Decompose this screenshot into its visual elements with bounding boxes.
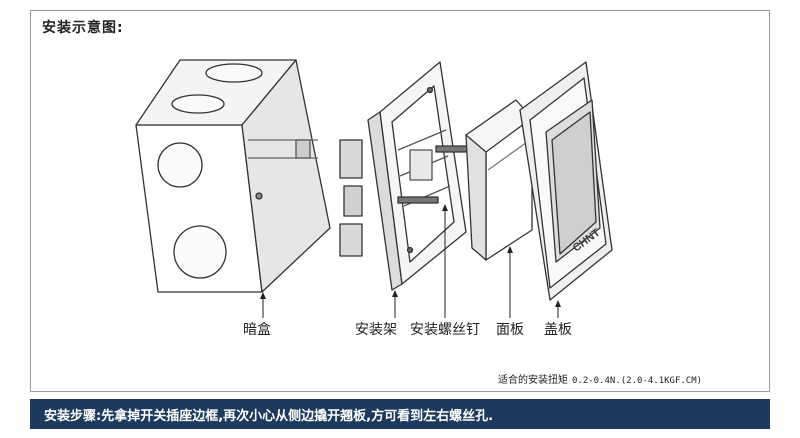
panel-drawing [465, 99, 533, 261]
steps-banner: 安装步骤:先拿掉开关插座边框,再次小心从侧边撬开翘板,方可看到左右螺丝孔. [30, 399, 770, 429]
torque-note: 适合的安装扭矩 0.2-0.4N.(2.0-4.1KGF.CM) [498, 371, 702, 386]
mounting-frame-drawing [339, 61, 469, 291]
label-junction-box: 暗盒 [243, 322, 271, 338]
junction-box-drawing [135, 59, 331, 293]
torque-value: 0.2-0.4N.(2.0-4.1KGF.CM) [572, 376, 703, 386]
label-mounting-screw: 安装螺丝钉 [410, 322, 480, 338]
label-cover-plate: 盖板 [544, 322, 572, 338]
torque-label: 适合的安装扭矩 [498, 375, 568, 386]
steps-text: 安装步骤:先拿掉开关插座边框,再次小心从侧边撬开翘板,方可看到左右螺丝孔. [44, 409, 494, 424]
label-panel: 面板 [496, 322, 524, 338]
label-mounting-frame: 安装架 [355, 322, 397, 338]
cover-plate-drawing [519, 61, 613, 301]
diagram-title: 安装示意图: [42, 20, 124, 36]
